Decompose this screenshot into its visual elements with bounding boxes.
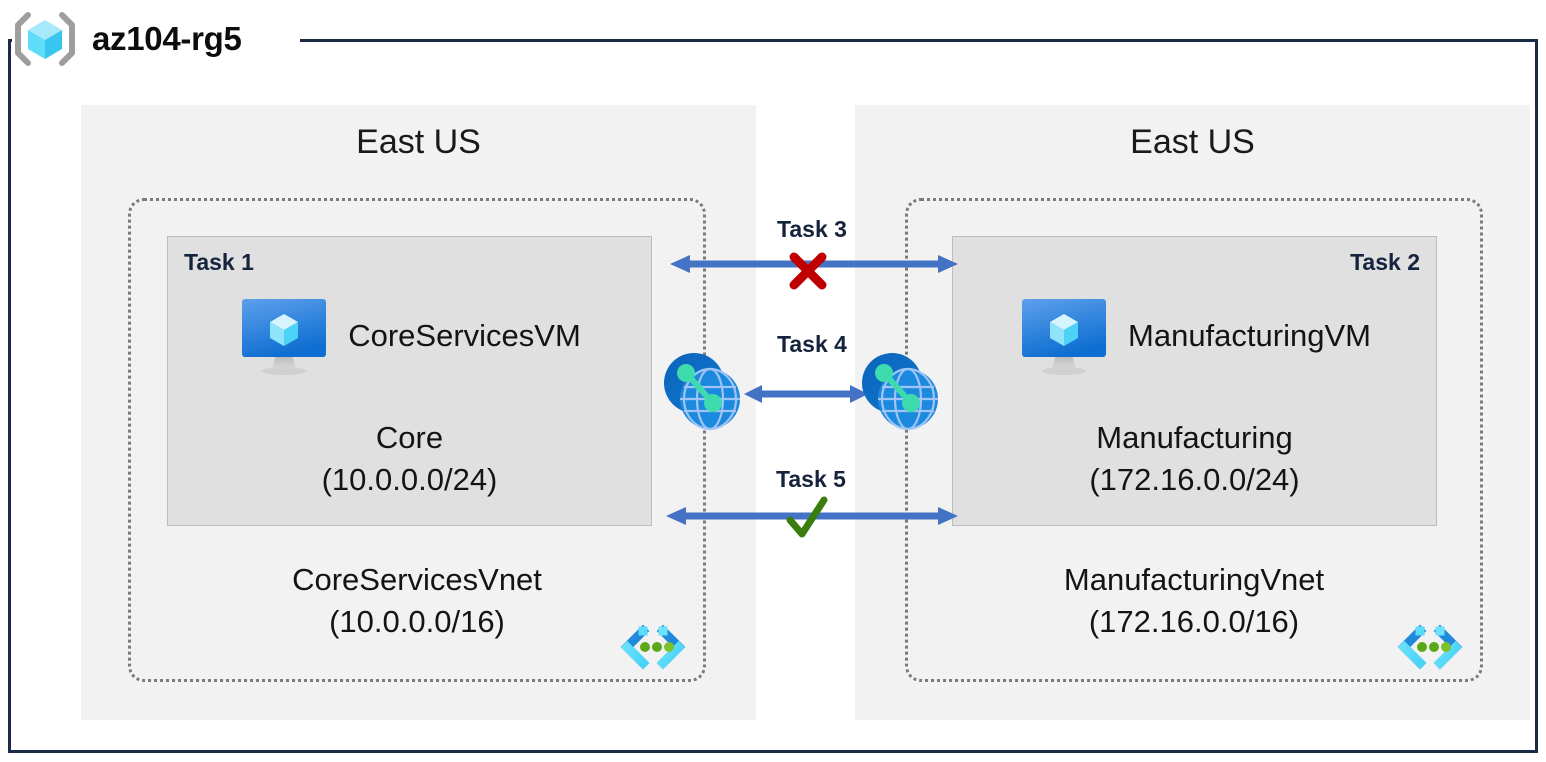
task-tag-1: Task 1	[184, 249, 254, 275]
resource-group-cube-icon	[12, 9, 78, 69]
vm-name-manufacturing: ManufacturingVM	[1128, 318, 1371, 353]
resource-group-title: az104-rg5	[92, 20, 242, 57]
subnet-label-core: Core (10.0.0.0/24)	[168, 417, 651, 500]
virtual-network-icon	[1394, 623, 1466, 671]
green-check-mark	[786, 496, 828, 538]
subnet-label-manufacturing: Manufacturing (172.16.0.0/24)	[953, 417, 1436, 500]
vnet-name-manufacturing: ManufacturingVnet	[1063, 562, 1325, 597]
vnet-cidr-coreservices: (10.0.0.0/16)	[329, 603, 505, 639]
frame-top-right-segment	[300, 39, 1538, 42]
subnet-cidr-core: (10.0.0.0/24)	[321, 461, 498, 497]
subnet-box-core[interactable]: Task 1 CoreServicesVM Core (10.0.0.0/24)	[167, 236, 652, 526]
connection-label-task5: Task 5	[776, 466, 846, 492]
resource-group-frame	[8, 39, 1538, 753]
connection-label-task3: Task 3	[777, 216, 847, 242]
vm-name-core: CoreServicesVM	[348, 318, 581, 353]
connection-label-task4: Task 4	[777, 331, 847, 357]
vnet-container-coreservices[interactable]: CoreServicesVnet (10.0.0.0/16)	[128, 198, 706, 682]
red-x-mark	[789, 252, 827, 290]
vnet-name-coreservices: CoreServicesVnet	[292, 562, 542, 597]
task-tag-2: Task 2	[1350, 249, 1420, 275]
vnet-container-manufacturing[interactable]: ManufacturingVnet (172.16.0.0/16)	[905, 198, 1483, 682]
virtual-network-icon	[617, 623, 689, 671]
subnet-name-core: Core	[375, 420, 444, 455]
region-label-right: East US	[1130, 123, 1255, 161]
vnet-label-manufacturing: ManufacturingVnet (172.16.0.0/16)	[908, 559, 1480, 642]
vm-row-manufacturing: ManufacturingVM	[953, 295, 1436, 377]
region-label-left: East US	[356, 123, 481, 161]
vnet-peering-icon	[660, 347, 746, 433]
subnet-name-manufacturing: Manufacturing	[1096, 420, 1293, 455]
virtual-machine-icon	[238, 295, 330, 377]
vm-row-core: CoreServicesVM	[168, 295, 651, 377]
connection-arrow-task4	[744, 385, 868, 403]
resource-group-header: az104-rg5	[12, 6, 252, 72]
vnet-peering-icon	[858, 347, 944, 433]
subnet-box-manufacturing[interactable]: Task 2 ManufacturingVM Manufacturing (17…	[952, 236, 1437, 526]
vnet-cidr-manufacturing: (172.16.0.0/16)	[1088, 603, 1300, 639]
virtual-machine-icon	[1018, 295, 1110, 377]
vnet-label-coreservices: CoreServicesVnet (10.0.0.0/16)	[131, 559, 703, 642]
subnet-cidr-manufacturing: (172.16.0.0/24)	[1089, 461, 1300, 497]
